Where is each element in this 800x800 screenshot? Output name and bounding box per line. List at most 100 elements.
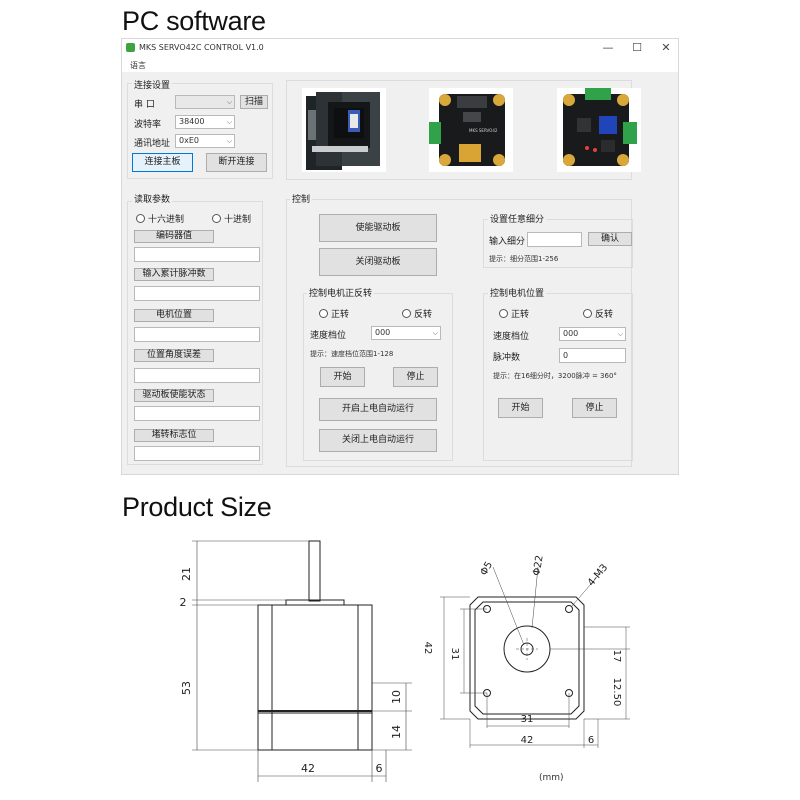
pulse-input[interactable]: 0 xyxy=(559,348,626,363)
read-enable-state-button[interactable]: 驱动板使能状态 xyxy=(134,389,214,402)
radio-circle-icon xyxy=(212,214,221,223)
dim-6-label: 6 xyxy=(376,762,383,775)
window-title: MKS SERVO42C CONTROL V1.0 xyxy=(139,43,264,52)
subdivision-confirm-button[interactable]: 确认 xyxy=(588,232,632,246)
motor-front-view-drawing: Φ5 Φ22 4-M3 42 31 17 12.50 31 42 6 xyxy=(422,554,630,748)
radio-circle-icon xyxy=(583,309,592,318)
dim-31-left-label: 31 xyxy=(449,648,460,661)
svg-text:MKS SERVO42: MKS SERVO42 xyxy=(469,128,498,133)
board-back-photo xyxy=(557,88,641,172)
radio-hex[interactable]: 十六进制 xyxy=(136,212,184,225)
dim-14-label: 14 xyxy=(390,725,403,739)
connect-group xyxy=(127,83,273,179)
stall-flag-field[interactable] xyxy=(134,446,260,461)
dir-speed-select[interactable]: 000⌵ xyxy=(371,326,441,340)
front-body-outline xyxy=(469,596,585,720)
baud-label: 波特率 xyxy=(134,120,162,130)
minimize-button[interactable]: — xyxy=(602,41,614,54)
shaft-outline xyxy=(308,540,321,602)
dim-1250-label: 12.50 xyxy=(611,678,622,707)
read-angle-error-button[interactable]: 位置角度误差 xyxy=(134,349,214,362)
product-size-heading: Product Size xyxy=(122,492,272,522)
address-select[interactable]: 0xE0⌵ xyxy=(175,134,235,148)
motor-photo xyxy=(302,88,386,172)
motor-position-field[interactable] xyxy=(134,327,260,342)
chevron-down-icon: ⌵ xyxy=(226,137,232,145)
dim-31-bottom-label: 31 xyxy=(521,714,534,725)
pc-software-heading: PC software xyxy=(122,6,266,36)
pos-start-button[interactable]: 开始 xyxy=(498,398,543,418)
dir-reverse-radio[interactable]: 反转 xyxy=(402,307,432,320)
disable-driver-button[interactable]: 关闭驱动板 xyxy=(319,248,437,276)
subdivision-group xyxy=(483,219,633,268)
pos-hint: 提示：在16细分时，3200脉冲 = 360° xyxy=(493,372,617,380)
radio-dec[interactable]: 十进制 xyxy=(212,212,251,225)
read-motor-position-button[interactable]: 电机位置 xyxy=(134,309,214,322)
read-group-label: 读取参数 xyxy=(132,192,173,205)
control-group xyxy=(286,199,632,467)
pos-reverse-radio[interactable]: 反转 xyxy=(583,307,613,320)
direction-group xyxy=(303,293,453,461)
read-encoder-button[interactable]: 编码器值 xyxy=(134,230,214,243)
dir-speed-hint: 提示：速度档位范围1-128 xyxy=(310,350,394,358)
read-pulse-count-button[interactable]: 输入累计脉冲数 xyxy=(134,268,214,281)
auto-run-on-button[interactable]: 开启上电自动运行 xyxy=(319,398,437,421)
dim-42-left-label: 42 xyxy=(422,642,433,655)
dim-2-label: 2 xyxy=(180,596,187,609)
dim-42-label: 42 xyxy=(301,762,315,775)
disconnect-button[interactable]: 断开连接 xyxy=(206,153,267,172)
close-button[interactable]: ✕ xyxy=(661,41,671,54)
dim-6-right-label: 6 xyxy=(588,735,594,746)
scan-button[interactable]: 扫描 xyxy=(240,95,268,109)
enable-state-field[interactable] xyxy=(134,406,260,421)
phi22-label: Φ22 xyxy=(531,554,545,576)
connect-group-label: 连接设置 xyxy=(132,78,173,91)
menu-bar: 语言 xyxy=(122,59,678,72)
body-outline xyxy=(257,604,373,751)
control-group-label: 控制 xyxy=(290,192,313,205)
enable-driver-button[interactable]: 使能驱动板 xyxy=(319,214,437,242)
subdivision-hint: 提示：细分范围1-256 xyxy=(489,255,559,263)
dim-21-label: 21 xyxy=(180,567,193,581)
dim-17-label: 17 xyxy=(611,650,622,663)
position-group xyxy=(483,293,633,461)
pos-speed-select[interactable]: 000⌵ xyxy=(559,327,626,341)
encoder-value-field[interactable] xyxy=(134,247,260,262)
pulse-count-field[interactable] xyxy=(134,286,260,301)
chevron-down-icon: ⌵ xyxy=(226,98,232,106)
chevron-down-icon: ⌵ xyxy=(226,118,232,126)
board-front-photo: MKS SERVO42 xyxy=(429,88,513,172)
connect-button[interactable]: 连接主板 xyxy=(132,153,193,172)
dir-speed-label: 速度档位 xyxy=(310,331,347,341)
radio-circle-icon xyxy=(319,309,328,318)
baud-select[interactable]: 38400⌵ xyxy=(175,115,235,129)
pos-forward-radio[interactable]: 正转 xyxy=(499,307,529,320)
subdivision-group-label: 设置任意细分 xyxy=(488,212,547,225)
pulse-label: 脉冲数 xyxy=(493,353,521,363)
control-window: MKS SERVO42C CONTROL V1.0 — ☐ ✕ 语言 连接设置 … xyxy=(121,38,679,475)
dir-forward-radio[interactable]: 正转 xyxy=(319,307,349,320)
angle-error-field[interactable] xyxy=(134,368,260,383)
read-stall-flag-button[interactable]: 堵转标志位 xyxy=(134,429,214,442)
address-label: 通讯地址 xyxy=(134,139,171,149)
title-bar[interactable]: MKS SERVO42C CONTROL V1.0 — ☐ ✕ xyxy=(122,39,678,59)
direction-group-label: 控制电机正反转 xyxy=(307,286,375,299)
radio-circle-icon xyxy=(136,214,145,223)
menu-language[interactable]: 语言 xyxy=(130,61,146,70)
app-icon xyxy=(126,43,135,52)
maximize-button[interactable]: ☐ xyxy=(632,41,642,54)
subdivision-input[interactable] xyxy=(527,232,582,247)
position-group-label: 控制电机位置 xyxy=(488,286,547,299)
port-select[interactable]: ⌵ xyxy=(175,95,235,109)
dir-start-button[interactable]: 开始 xyxy=(320,367,365,387)
chevron-down-icon: ⌵ xyxy=(432,329,438,337)
chevron-down-icon: ⌵ xyxy=(617,330,623,338)
auto-run-off-button[interactable]: 关闭上电自动运行 xyxy=(319,429,437,452)
radio-circle-icon xyxy=(499,309,508,318)
dir-stop-button[interactable]: 停止 xyxy=(393,367,438,387)
read-group xyxy=(127,201,263,465)
pos-stop-button[interactable]: 停止 xyxy=(572,398,617,418)
pos-speed-label: 速度档位 xyxy=(493,332,530,342)
radio-circle-icon xyxy=(402,309,411,318)
m3-holes-label: 4-M3 xyxy=(586,562,610,588)
